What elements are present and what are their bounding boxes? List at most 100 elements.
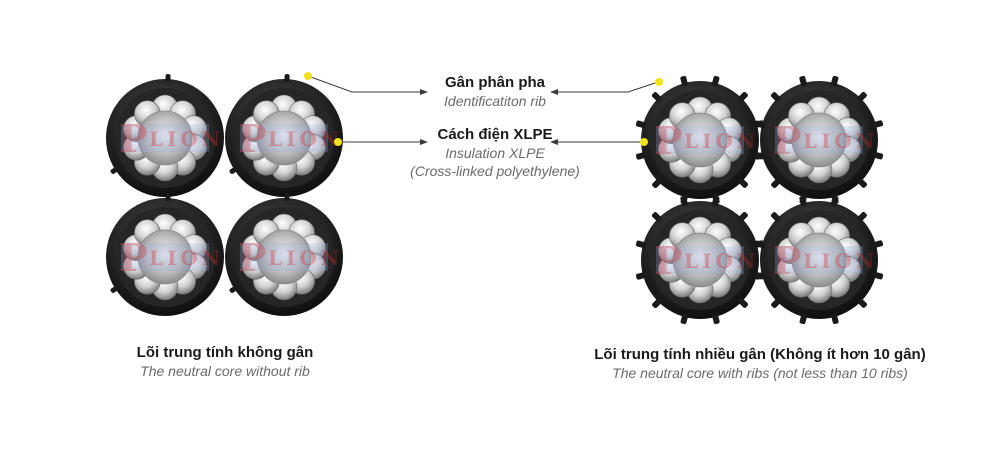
rib [680, 195, 688, 207]
rib [872, 120, 884, 128]
watermark-text: LION [684, 249, 759, 273]
rib [831, 313, 839, 325]
watermark-band [656, 246, 744, 274]
rib [712, 313, 720, 325]
watermark-logo-p: P [654, 238, 683, 283]
rib [635, 240, 647, 249]
watermark-logo-p: P [238, 116, 267, 161]
rib [830, 195, 839, 207]
rib [651, 92, 662, 102]
leader-rib-left-arrow [420, 89, 428, 95]
caption-without-rib: Lõi trung tính không gân The neutral cor… [90, 344, 360, 380]
callout-insulation: Cách điện XLPE Insulation XLPE (Cross-li… [360, 126, 630, 180]
rib [680, 75, 688, 87]
rib [857, 298, 868, 308]
caption-with-ribs: Lõi trung tính nhiều gân (Không ít hơn 1… [560, 346, 960, 382]
watermark-logo-p: P [773, 118, 802, 163]
markers [304, 72, 663, 146]
conductor-core [672, 112, 728, 168]
rib [680, 313, 689, 325]
leader-ins-left-arrow [420, 139, 428, 145]
rib [872, 271, 884, 280]
marker-ins-right [640, 138, 648, 146]
nub [110, 285, 119, 293]
watermark-text: LION [149, 127, 224, 151]
nub [284, 74, 290, 83]
rib [799, 313, 808, 325]
rib [738, 298, 749, 308]
caption-left-en: The neutral core without rib [140, 363, 310, 379]
watermark-band [121, 243, 209, 271]
rib [635, 120, 647, 129]
watermark-logo-p: P [238, 235, 267, 280]
watermark-logo-p: P [119, 116, 148, 161]
watermark-band [775, 126, 863, 154]
rib [651, 212, 662, 222]
callout-insulation-vn: Cách điện XLPE [437, 126, 553, 143]
rib [652, 298, 662, 309]
rib [754, 272, 766, 280]
leader-rib-left [307, 75, 420, 93]
nub [229, 285, 238, 293]
rib [830, 75, 839, 87]
nub [165, 74, 171, 83]
rib [652, 178, 662, 189]
watermark-logo-p: P [119, 235, 148, 280]
rib [770, 212, 781, 222]
watermark-band [656, 126, 744, 154]
watermark-band [240, 243, 328, 271]
watermark-text: LION [803, 249, 878, 273]
rib [770, 92, 781, 102]
rib [711, 75, 720, 87]
callout-insulation-en2: (Cross-linked polyethylene) [410, 163, 580, 179]
conductor-core [256, 110, 312, 166]
leader-ins-right-arrow [550, 139, 558, 145]
rib [799, 195, 807, 207]
conductor-core [791, 112, 847, 168]
nub [284, 193, 290, 202]
conductor-core [137, 110, 193, 166]
rib [635, 272, 647, 280]
nub [165, 193, 171, 202]
rib [754, 120, 766, 129]
watermark-logo-p: P [654, 118, 683, 163]
rib [857, 178, 868, 188]
callout-identification-rib: Gân phân pha Identificatiton rib [390, 74, 600, 110]
watermark-text: LION [684, 129, 759, 153]
watermark-text: LION [149, 246, 224, 270]
rib [857, 211, 867, 222]
callout-rib-vn: Gân phân pha [444, 74, 545, 91]
conductor-core [137, 229, 193, 285]
rib [738, 211, 748, 222]
callout-insulation-en: Insulation XLPE [445, 145, 545, 161]
leader-rib-right-arrow [550, 89, 558, 95]
watermark-text: LION [803, 129, 878, 153]
watermark-logo-p: P [773, 238, 802, 283]
leader-lines [307, 75, 659, 145]
rib [738, 91, 748, 102]
rib [754, 152, 766, 160]
conductor-core [256, 229, 312, 285]
conductor-core [791, 232, 847, 288]
marker-rib-left [304, 72, 312, 80]
rib [754, 240, 766, 249]
callout-rib-en: Identificatiton rib [444, 93, 546, 109]
watermark-band [775, 246, 863, 274]
rib [857, 91, 867, 102]
marker-ins-left [334, 138, 342, 146]
rib [872, 240, 884, 248]
caption-right-vn: Lõi trung tính nhiều gân (Không ít hơn 1… [594, 346, 926, 363]
conductor-core [672, 232, 728, 288]
watermark-text: LION [268, 127, 343, 151]
rib [771, 298, 781, 309]
